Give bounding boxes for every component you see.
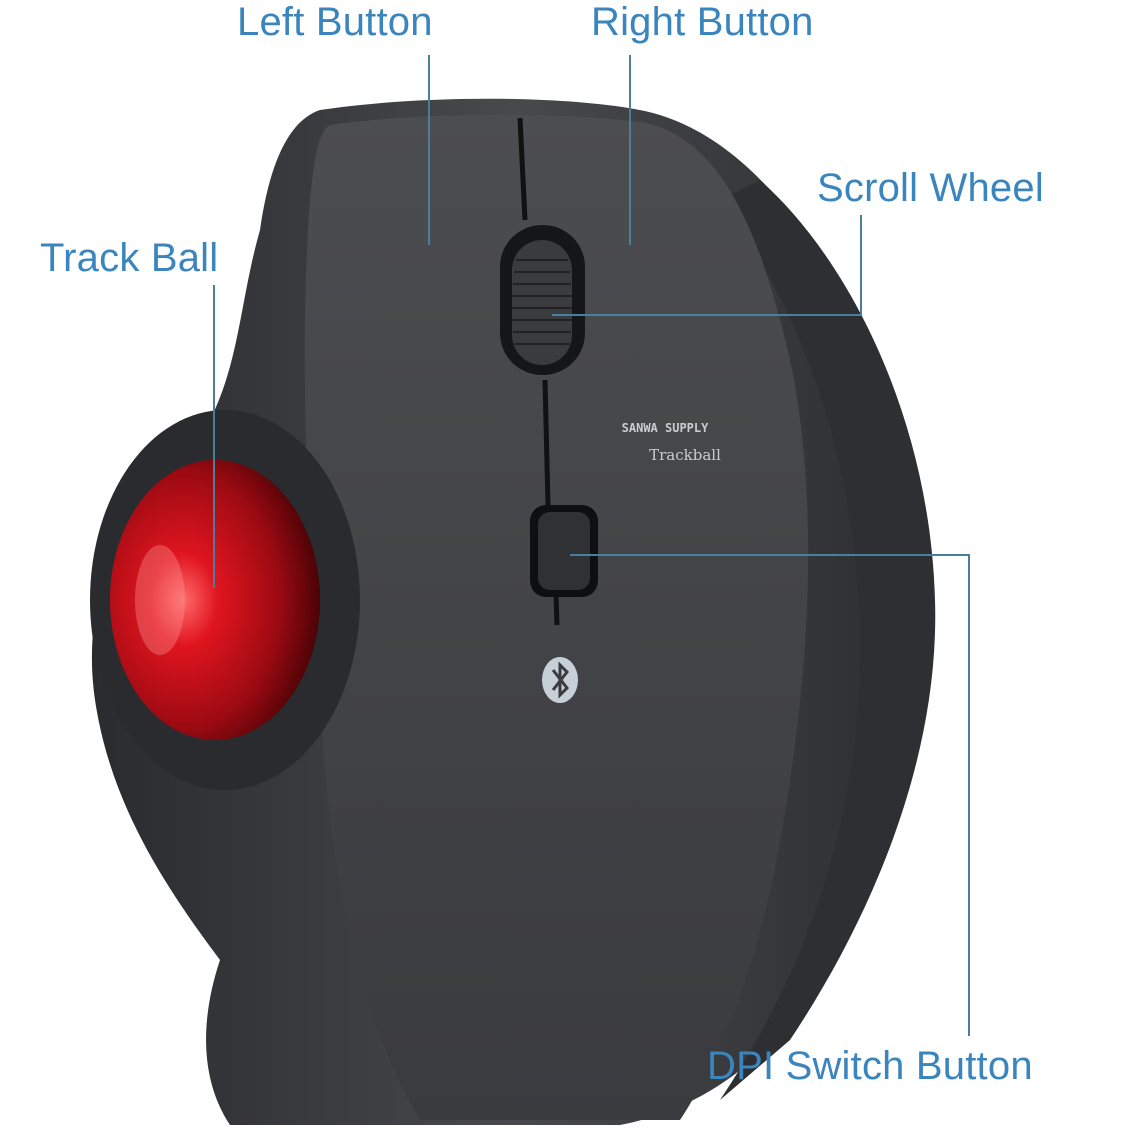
scroll-wheel-leader-v [860, 215, 862, 315]
model-text: Trackball [649, 446, 721, 464]
scroll-wheel-label: Scroll Wheel [817, 166, 1044, 210]
dpi-switch-leader-v [968, 554, 970, 1036]
track-ball-label: Track Ball [40, 236, 219, 280]
dpi-switch-label: DPI Switch Button [707, 1044, 1033, 1088]
right-button-leader [629, 55, 631, 245]
track-ball [110, 460, 320, 740]
brand-text: SANWA SUPPLY [622, 421, 709, 435]
scroll-wheel-leader-h [552, 314, 862, 316]
bluetooth-icon [542, 657, 578, 703]
dpi-switch-leader-h [570, 554, 970, 556]
left-button-leader [428, 55, 430, 245]
left-button-label: Left Button [237, 0, 433, 44]
right-button-label: Right Button [591, 0, 814, 44]
track-ball-leader [213, 285, 215, 588]
